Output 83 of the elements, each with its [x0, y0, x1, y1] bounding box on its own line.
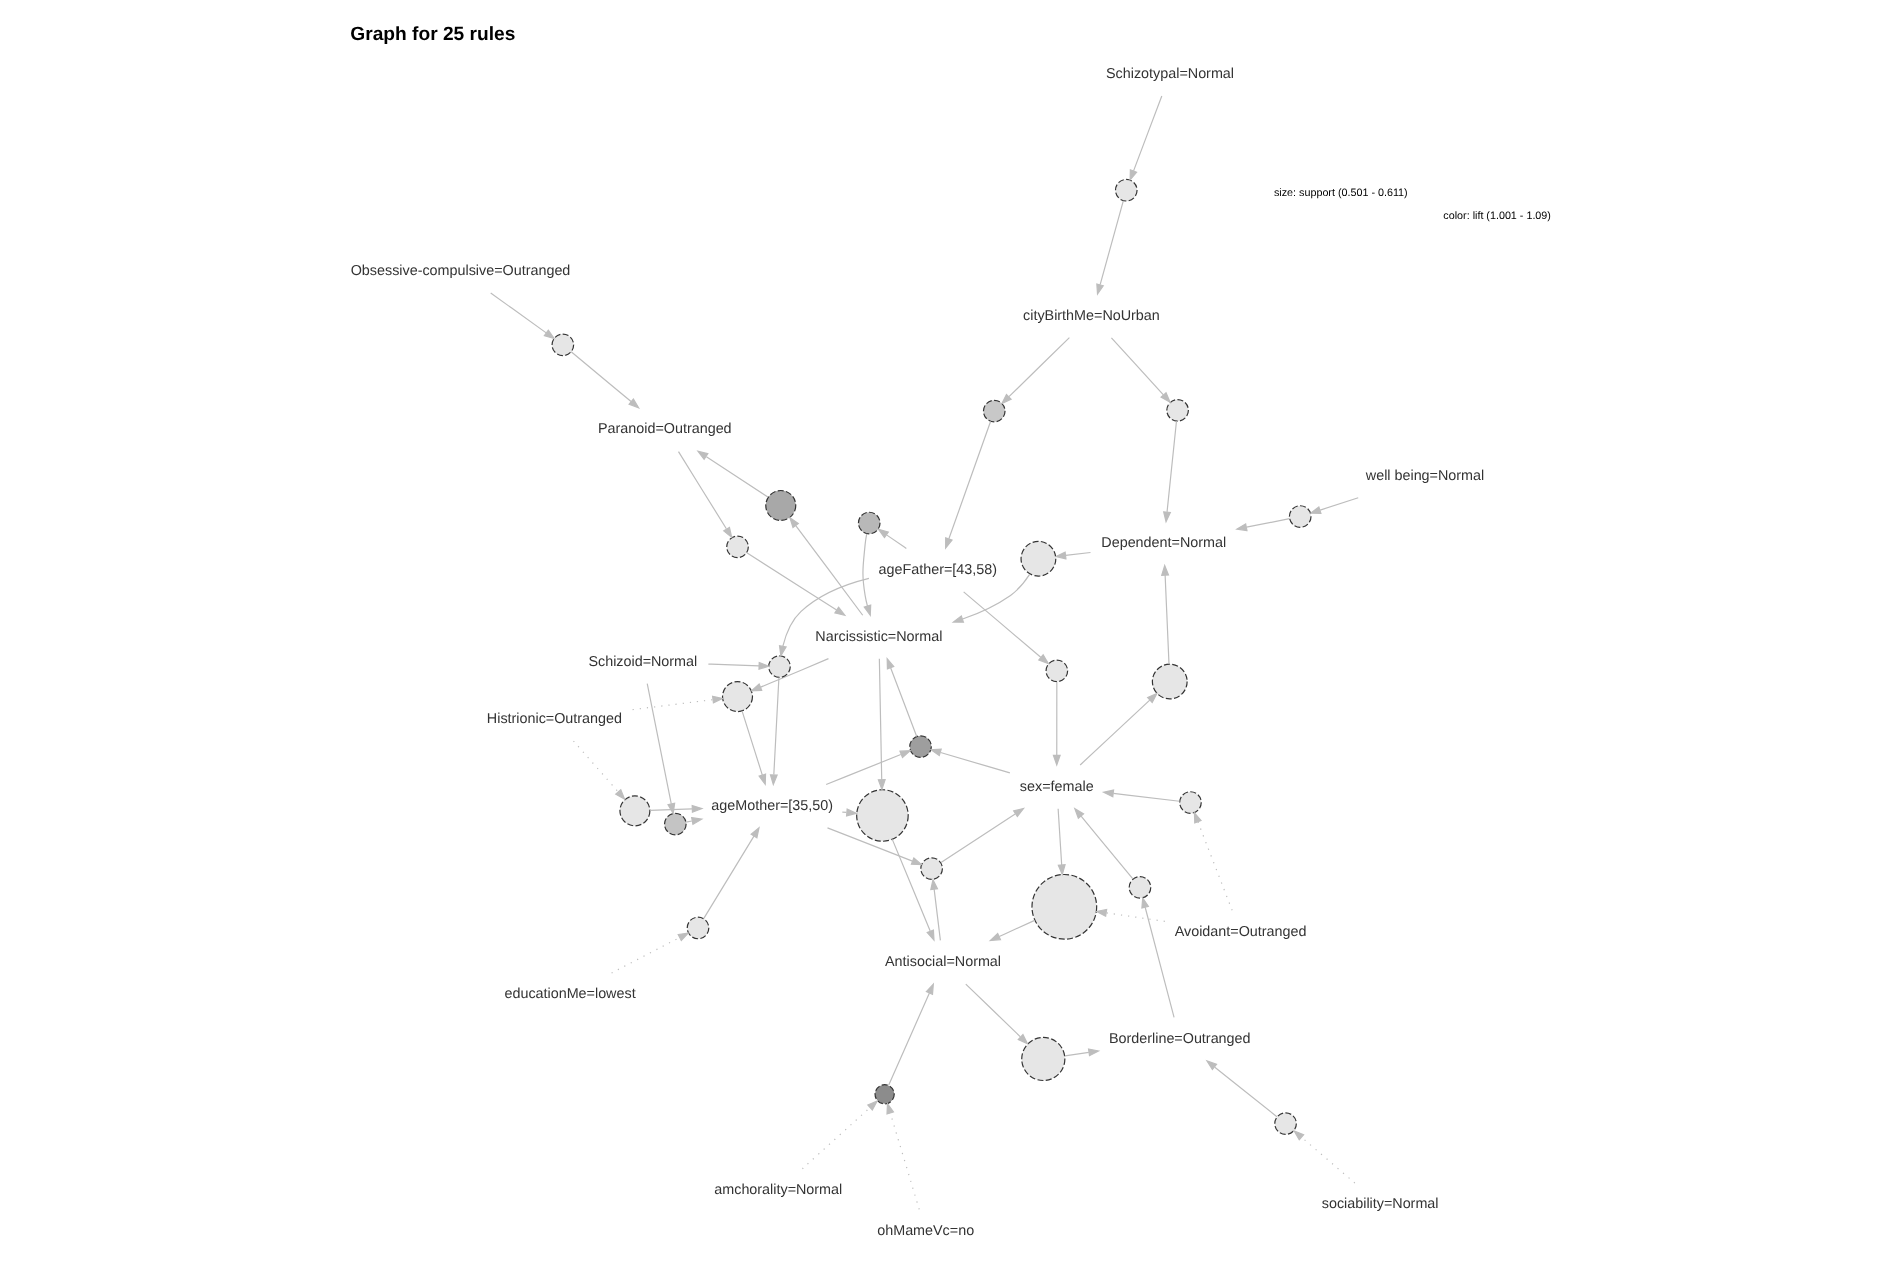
arrow: [861, 533, 871, 617]
node-circle: [1019, 540, 1056, 577]
node-circle: [618, 795, 650, 827]
arrow: [987, 919, 1035, 942]
node-circle: [764, 489, 796, 522]
arrow: [1291, 1129, 1355, 1184]
arrow: [1159, 563, 1169, 665]
arrow: [648, 804, 703, 814]
arrow: [885, 656, 917, 738]
arrow: [645, 683, 675, 816]
node-circle: [1127, 876, 1151, 899]
node-circle: [1273, 1112, 1296, 1135]
arrow: [571, 740, 625, 801]
arrow: [1095, 200, 1123, 296]
arrow: [1109, 337, 1171, 404]
arrow: [876, 528, 906, 550]
arrow: [631, 695, 724, 711]
arrow: [944, 420, 991, 550]
node-circle: [725, 535, 748, 559]
arrow: [1053, 551, 1091, 560]
arrow: [962, 591, 1049, 665]
arrow: [950, 573, 1030, 623]
arrow: [1100, 789, 1180, 802]
node-circle: [1287, 505, 1311, 528]
arrow: [887, 982, 934, 1086]
arrow: [1063, 1048, 1100, 1057]
arrow: [1078, 692, 1158, 766]
arrow: [939, 807, 1025, 864]
arrow: [1192, 811, 1232, 911]
arrow: [748, 658, 829, 692]
arrow: [489, 292, 555, 340]
node-circle: [1030, 873, 1097, 940]
diagram-title: Graph for 25 rules: [349, 24, 515, 47]
node-circle: [1150, 663, 1187, 700]
arrow: [1234, 518, 1290, 532]
node-circle: [720, 681, 753, 713]
node-circle: [1044, 659, 1068, 683]
arrow: [999, 337, 1069, 405]
arrow: [777, 577, 869, 658]
arrow: [1051, 681, 1060, 767]
arrow: [610, 932, 689, 974]
arrow: [706, 661, 770, 671]
node-circle: [919, 857, 942, 880]
node-circle: [855, 789, 908, 842]
arrow: [702, 826, 759, 919]
node-circle: [1178, 791, 1201, 814]
arrow: [840, 808, 858, 817]
arrow: [929, 877, 940, 942]
node-circle: [908, 735, 931, 758]
node-circle: [856, 511, 880, 535]
arrow: [824, 750, 911, 786]
node-circle: [981, 399, 1005, 423]
arrow: [787, 516, 863, 616]
arrow: [1204, 1059, 1277, 1118]
arrow: [1308, 497, 1358, 514]
arrow: [695, 450, 768, 498]
arrow: [890, 838, 934, 942]
arrow: [885, 1102, 919, 1210]
arrow: [676, 451, 732, 539]
arrow: [1161, 420, 1177, 524]
arrow: [1128, 95, 1162, 182]
arrow: [876, 658, 885, 792]
arrow: [768, 676, 779, 787]
arrow: [1072, 807, 1133, 880]
arrow: [684, 816, 703, 826]
node-circle: [873, 1084, 894, 1105]
node-circle: [550, 333, 574, 357]
node-circle: [767, 655, 790, 678]
arrow: [1140, 896, 1174, 1019]
arrow: [569, 351, 639, 409]
arrow: [740, 710, 766, 787]
arrow: [1093, 908, 1165, 922]
arrow: [825, 827, 923, 866]
arrow: [964, 983, 1028, 1045]
arrow: [800, 1099, 878, 1170]
node-circle: [1113, 178, 1137, 202]
arrow: [928, 748, 1010, 774]
node-circle: [1020, 1036, 1065, 1082]
arrow: [1056, 808, 1065, 877]
node-circle: [685, 916, 709, 940]
node-circle: [1165, 398, 1188, 422]
arrow: [745, 552, 846, 617]
node-circle: [662, 812, 686, 836]
